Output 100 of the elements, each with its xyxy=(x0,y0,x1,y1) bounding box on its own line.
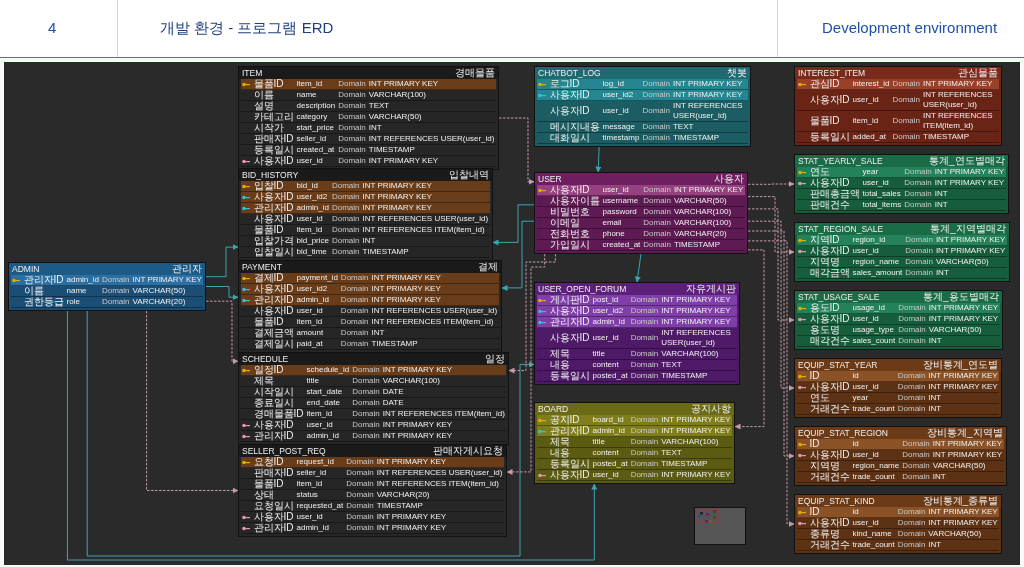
data-type: INT xyxy=(931,471,1004,483)
field-name: end_date xyxy=(305,397,351,409)
data-type: INT PRIMARY KEY xyxy=(369,294,499,306)
column-label: 사용자ID xyxy=(548,185,601,196)
column-label: 사용자ID xyxy=(548,305,591,317)
column-label: 사용자ID xyxy=(808,517,851,529)
column-label: 물품ID xyxy=(252,316,295,328)
domain-label: Domain xyxy=(339,316,370,328)
data-type: INT PRIMARY KEY xyxy=(131,275,203,286)
data-type: VARCHAR(50) xyxy=(926,528,1000,540)
relationship-line xyxy=(595,146,602,173)
relationship-line xyxy=(506,253,546,475)
field-name: region_id xyxy=(851,235,904,246)
field-name: user_id2 xyxy=(601,89,641,101)
data-type: INT PRIMARY KEY xyxy=(369,283,499,295)
table-caption: 챗봇 xyxy=(727,67,748,79)
column-label: 판매자ID xyxy=(252,467,295,479)
data-type: TIMESTAMP xyxy=(671,132,749,144)
column-label: 물품ID xyxy=(252,478,295,490)
page-title: 개발 환경 - 프로그램 ERD xyxy=(160,19,334,38)
data-type: INT PRIMARY KEY xyxy=(934,245,1007,257)
field-name: status xyxy=(295,489,345,501)
field-name: payment_id xyxy=(295,273,340,284)
column-label: 사용자ID xyxy=(548,327,591,349)
field-name: sales_amount xyxy=(851,267,904,279)
relationship-line xyxy=(747,181,795,187)
table-name: EQUIP_STAT_REGION xyxy=(798,427,888,439)
domain-label: Domain xyxy=(896,371,927,382)
domain-label: Domain xyxy=(339,273,370,284)
data-type: INT REFERENCES USER(user_id) xyxy=(367,133,496,145)
data-type: INT REFERENCES USER(user_id) xyxy=(370,305,499,317)
domain-label: Domain xyxy=(896,528,927,540)
data-type: TIMESTAMP xyxy=(659,370,737,382)
domain-label: Domain xyxy=(351,430,381,442)
data-type: INT xyxy=(367,122,496,134)
data-type: VARCHAR(100) xyxy=(381,375,507,387)
column-label: 연도 xyxy=(808,167,861,178)
domain-label: Domain xyxy=(642,185,672,196)
domain-label: Domain xyxy=(903,167,933,178)
column-label: 전화번호 xyxy=(548,228,601,240)
field-name: start_price xyxy=(295,122,337,134)
data-type: INT REFERENCES ITEM(item_id) xyxy=(369,316,499,328)
entity-table xyxy=(534,402,736,484)
field-name: content xyxy=(591,447,630,459)
column-label: 종류명 xyxy=(808,528,851,540)
data-type: INT PRIMARY KEY xyxy=(931,439,1004,450)
domain-label: Domain xyxy=(351,419,381,431)
column-label: 게시판ID xyxy=(548,295,591,306)
field-name: user_id xyxy=(851,245,904,257)
data-type: INT PRIMARY KEY xyxy=(927,507,999,518)
domain-label: Domain xyxy=(897,324,927,336)
relationship-line xyxy=(747,196,795,255)
data-type: INT PRIMARY KEY xyxy=(375,522,504,534)
data-type: INT PRIMARY KEY xyxy=(659,305,737,317)
relationship-line xyxy=(634,253,642,283)
column-label: 관리자ID xyxy=(252,430,305,442)
column-label: 매각건수 xyxy=(808,335,851,347)
data-type: INT PRIMARY KEY xyxy=(933,177,1006,189)
field-name: user_id xyxy=(591,469,630,481)
entity-table xyxy=(794,222,1010,282)
data-type: INT xyxy=(926,539,1000,551)
field-name: user_id xyxy=(295,511,345,523)
field-name: year xyxy=(861,167,903,178)
field-name: bid_time xyxy=(295,246,331,258)
table-caption: 통계_용도별매각 xyxy=(923,291,999,303)
table-name: BID_HISTORY xyxy=(242,169,299,181)
domain-label: Domain xyxy=(901,439,931,450)
data-type: INT xyxy=(933,199,1006,211)
field-name: sales_count xyxy=(851,335,897,347)
data-type: VARCHAR(50) xyxy=(931,460,1004,472)
column-label: 물품ID xyxy=(252,79,295,90)
data-type: INT PRIMARY KEY xyxy=(927,381,999,393)
field-name: role xyxy=(65,296,101,308)
domain-label: Domain xyxy=(903,177,933,189)
field-name: kind_name xyxy=(851,528,897,540)
data-type: INT REFERENCES USER(user_id) xyxy=(659,327,737,349)
field-name: id xyxy=(851,371,897,382)
field-name: created_at xyxy=(295,144,337,156)
column-label: 일정ID xyxy=(252,365,305,376)
column-label: 대화일시 xyxy=(548,132,601,144)
column-label: 사용자이름 xyxy=(548,195,601,207)
domain-label: Domain xyxy=(339,294,370,306)
column-label: 사용자ID xyxy=(252,283,295,295)
column-label: 제목 xyxy=(548,348,591,360)
data-type: INT xyxy=(933,188,1006,200)
entity-table xyxy=(794,66,1002,146)
column-label: 거래건수 xyxy=(808,471,851,483)
field-name: user_id2 xyxy=(295,191,331,203)
table-name: STAT_YEARLY_SALE xyxy=(798,155,883,167)
entity-table xyxy=(794,154,1009,214)
domain-label: Domain xyxy=(641,121,671,133)
domain-label: Domain xyxy=(100,296,131,308)
relationship-line xyxy=(205,300,239,365)
domain-label: Domain xyxy=(890,89,922,111)
domain-label: Domain xyxy=(642,217,672,229)
table-name: SCHEDULE xyxy=(242,353,289,365)
column-label: 거래건수 xyxy=(808,539,851,551)
field-name: user_id xyxy=(861,177,903,189)
column-label: 등록일시 xyxy=(548,458,591,470)
data-type: VARCHAR(100) xyxy=(659,436,733,448)
